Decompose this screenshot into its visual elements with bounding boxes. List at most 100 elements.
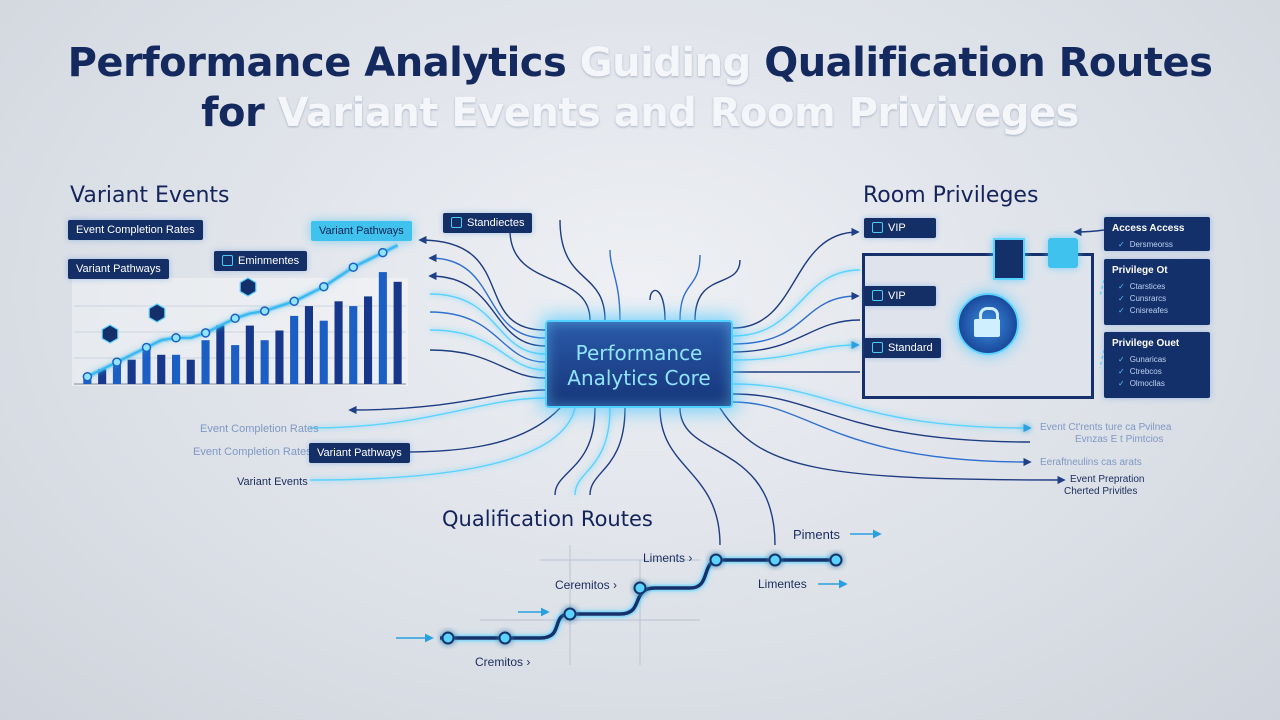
- route-label-text: Liments: [643, 551, 686, 565]
- performance-analytics-core[interactable]: Performance Analytics Core: [545, 320, 733, 408]
- connector: [732, 291, 860, 345]
- standard-tag-label: Standiectes: [467, 217, 525, 229]
- chart-bar: [172, 354, 181, 384]
- connector: [574, 407, 611, 496]
- connector: [679, 254, 701, 321]
- standard-tag: Standiectes: [443, 213, 533, 233]
- privilege-panel: Privilege Ot Ctarstices Cunsrarcs Cnisre…: [1104, 259, 1210, 325]
- variant-pathways-tag: Variant Pathways: [68, 259, 169, 279]
- lock-body: [974, 319, 1000, 337]
- chart-line-point: [82, 371, 93, 382]
- title-fragment: Variant Events and Room Priviveges: [277, 90, 1080, 136]
- qualification-routes-title: Qualification Routes: [442, 507, 653, 531]
- access-panel: Access Access Dersmeorss: [1104, 217, 1210, 251]
- chart-bar: [290, 315, 299, 384]
- route-node: [709, 553, 723, 567]
- chart-line-point: [112, 357, 122, 367]
- variant-pathways-highlight-tag: Variant Pathways: [311, 221, 412, 241]
- panel-header: Access Access: [1112, 223, 1185, 234]
- connector: [429, 329, 546, 371]
- chart-bar: [304, 306, 313, 384]
- route-node: [441, 631, 455, 645]
- connector: [509, 229, 591, 321]
- panel-item: Cnisreafes: [1118, 306, 1202, 315]
- lock-badge-icon: [148, 303, 166, 323]
- panel-item: Ctrebcos: [1118, 367, 1202, 376]
- connector: [559, 219, 606, 321]
- chart-bar: [216, 325, 225, 384]
- event-completion-label: Event Completion Rates: [200, 423, 319, 435]
- vip-tag-label: VIP: [888, 290, 906, 302]
- connector: [649, 289, 666, 321]
- panel-item: Dersmeorss: [1118, 240, 1202, 249]
- right-label: Eeraftneulins cas arats: [1040, 457, 1142, 468]
- route-label-text: Cremitos: [475, 655, 524, 669]
- chart-line-point: [171, 333, 181, 343]
- chart-bar: [98, 369, 107, 384]
- right-label: Cherted Privitles: [1064, 486, 1138, 497]
- chart-bar: [275, 330, 284, 384]
- chart-line-point: [378, 247, 388, 258]
- variant-events-label: Variant Events: [237, 476, 308, 488]
- chart-bar: [349, 306, 358, 384]
- connector: [429, 311, 546, 363]
- connector: [732, 319, 861, 353]
- chart-line-point: [141, 342, 152, 353]
- standard-room-tag: Standard: [864, 338, 941, 358]
- connector: [428, 253, 546, 339]
- connector: [309, 397, 546, 429]
- core-connectors-right: [719, 227, 1105, 485]
- vip-tag-label: VIP: [888, 222, 906, 234]
- connector: [609, 249, 621, 321]
- page-title-line-2: for Variant Events and Room Priviveges: [0, 90, 1280, 136]
- connector: [418, 235, 546, 331]
- lock-icon: [957, 293, 1019, 355]
- title-fragment: for: [201, 90, 265, 136]
- chart-bar: [334, 301, 343, 384]
- chart-icon-tag-label: Eminmentes: [238, 255, 300, 267]
- vip-tag: VIP: [864, 218, 936, 238]
- connector: [348, 389, 546, 415]
- chart-line-point: [259, 306, 270, 316]
- chart-line-point: [319, 281, 329, 292]
- lock-icon: [872, 342, 883, 353]
- route-node: [633, 581, 647, 595]
- connector: [732, 393, 1031, 443]
- door-icon: [993, 238, 1025, 280]
- route-label-text: Ceremitos: [555, 578, 610, 592]
- connector: [732, 383, 1032, 433]
- panel-item: Cunsrarcs: [1118, 294, 1202, 303]
- chart-bar: [393, 281, 402, 384]
- title-fragment: Guiding: [579, 40, 751, 86]
- chart-line-point: [348, 262, 359, 272]
- route-label-liments: Liments ›: [643, 551, 693, 565]
- route-node: [829, 553, 843, 567]
- panel-item: Gunaricas: [1118, 355, 1202, 364]
- connector: [393, 407, 561, 457]
- connector: [309, 407, 576, 481]
- route-node: [768, 553, 782, 567]
- connector: [732, 269, 861, 337]
- page-title-line-1: Performance Analytics Guiding Qualificat…: [0, 40, 1280, 86]
- core-label-line-1: Performance: [575, 341, 703, 365]
- floor-plan-frame: [862, 238, 1094, 399]
- panel-header: Privilege Ouet: [1112, 338, 1180, 349]
- route-label-ceremitos: Ceremitos ›: [555, 578, 618, 592]
- core-connectors-bottom: [554, 407, 776, 546]
- right-label: Event Prepration: [1070, 474, 1145, 485]
- qualification-route: [396, 529, 882, 645]
- connector: [732, 401, 1032, 467]
- chart-bar: [245, 325, 254, 384]
- connector: [659, 407, 721, 546]
- chart-icon-tag: Eminmentes: [214, 251, 308, 271]
- chart-line-point: [289, 296, 299, 307]
- shield-icon: [222, 255, 233, 266]
- chart-line-series: [86, 244, 399, 378]
- connector: [554, 407, 596, 496]
- route-node: [498, 631, 512, 645]
- panel-header: Privilege Ot: [1112, 265, 1168, 276]
- standard-room-tag-label: Standard: [888, 342, 933, 354]
- route-label-piments: Piments: [793, 527, 840, 542]
- lock-badge-icon: [101, 324, 119, 344]
- route-label-cremitos: Cremitos ›: [475, 655, 531, 669]
